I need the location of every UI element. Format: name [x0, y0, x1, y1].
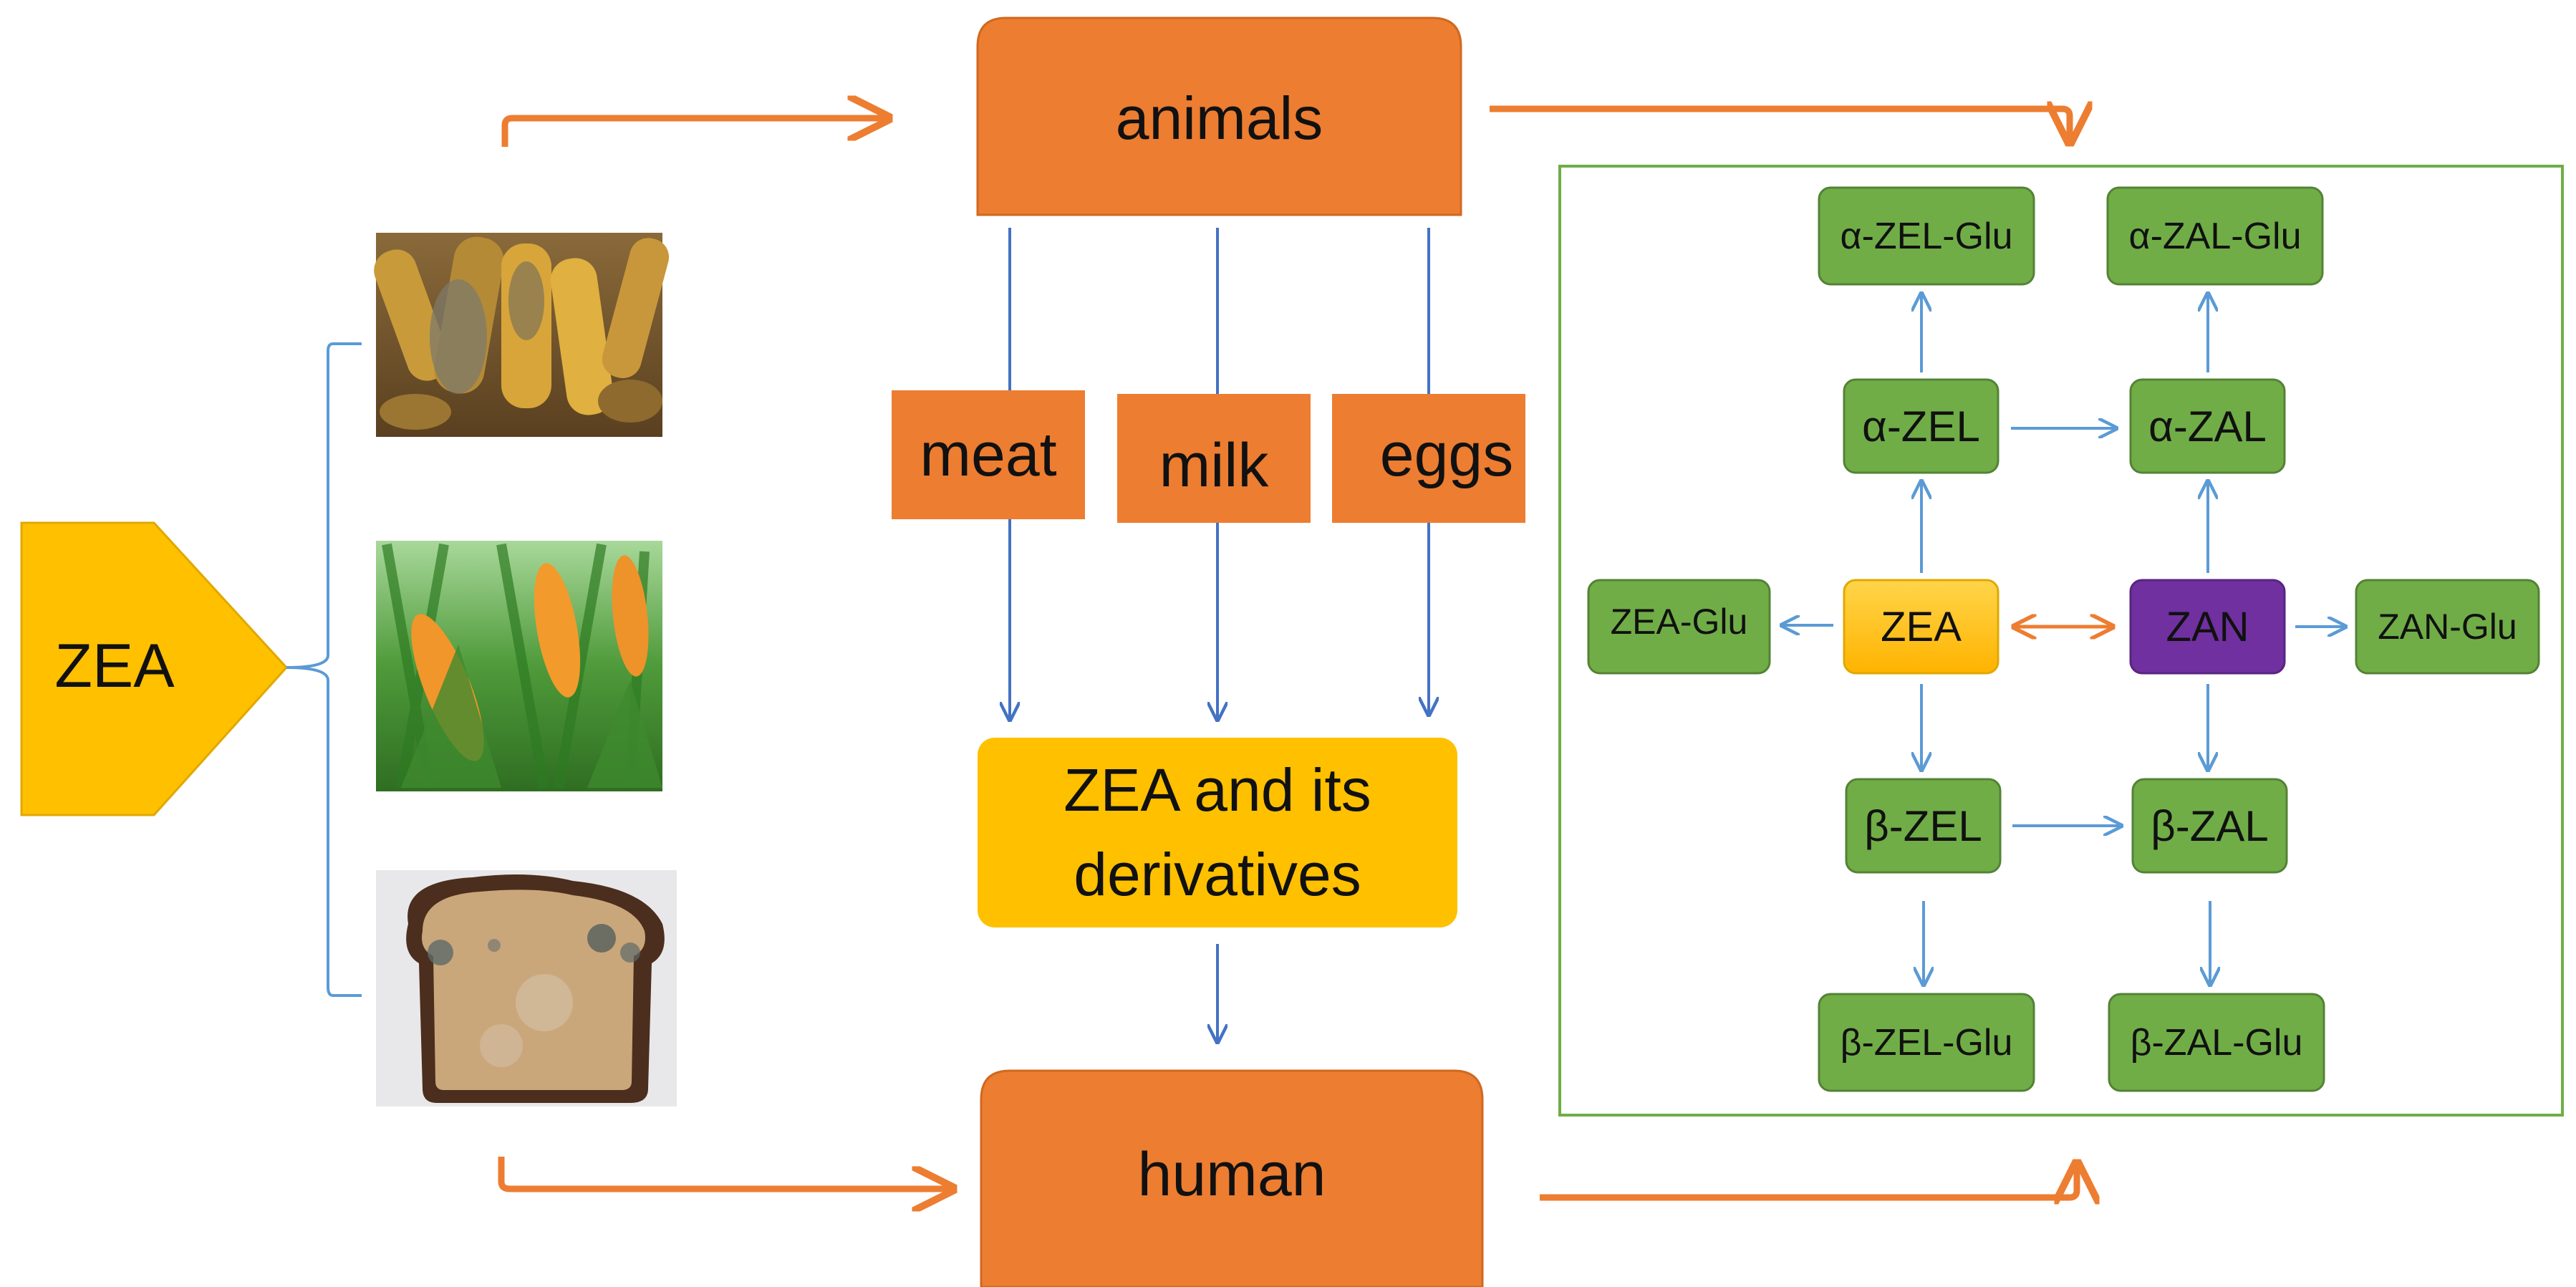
food-to-animals-arrow: [501, 118, 888, 147]
beta-zel-glu-node: [1818, 993, 2035, 1092]
zan-label: ZAN: [2166, 603, 2249, 650]
zan-glu-node: [2355, 579, 2540, 675]
human-box: [980, 1069, 1484, 1287]
animals-to-metabolism-arrow: [1490, 109, 2070, 142]
alpha-zal-label: α-ZAL: [2148, 402, 2267, 450]
alpha-zal-glu-label: α-ZAL-Glu: [2128, 215, 2302, 257]
beta-zal-glu-label: β-ZAL-Glu: [2130, 1021, 2303, 1064]
zea-node: [1843, 579, 1999, 675]
alpha-zel-node: [1843, 378, 1999, 474]
alpha-zel-glu-node: [1818, 186, 2035, 286]
metabolism-frame: [1558, 165, 2564, 1117]
source-bracket: [286, 342, 362, 997]
meat-label: meat: [920, 420, 1057, 489]
zea-glu-label: ZEA-Glu: [1610, 601, 1748, 642]
zea-label: ZEA: [1881, 603, 1962, 650]
beta-zel-label: β-ZEL: [1864, 801, 1982, 850]
eggs-box: [1332, 394, 1525, 523]
zea-source-label: ZEA: [54, 631, 175, 700]
moldy-bread-photo: [376, 870, 677, 1107]
animals-box: [976, 16, 1462, 216]
alpha-zal-node: [2129, 378, 2286, 474]
beta-zal-label: β-ZAL: [2151, 801, 2269, 850]
beta-zel-node: [1845, 778, 2002, 874]
eggs-label: eggs: [1379, 420, 1514, 489]
food-to-human-arrow: [498, 1157, 952, 1189]
moldy-corn-photo: [374, 233, 670, 437]
zea-glu-node: [1587, 579, 1771, 675]
human-to-metabolism-arrow: [1540, 1164, 2077, 1197]
beta-zel-glu-label: β-ZEL-Glu: [1840, 1021, 2013, 1064]
zea-derivatives-label: ZEA and its derivatives: [978, 738, 1457, 927]
alpha-zal-glu-node: [2106, 186, 2324, 286]
human-label: human: [1137, 1139, 1326, 1209]
zea-derivatives-line2: derivatives: [1074, 840, 1361, 908]
beta-zal-glu-node: [2108, 993, 2325, 1092]
zea-derivatives-line1: ZEA and its: [1063, 756, 1371, 824]
beta-zal-node: [2131, 778, 2288, 874]
zea-source-shape: [20, 521, 289, 816]
zan-glu-label: ZAN-Glu: [2378, 607, 2517, 647]
animals-label: animals: [1115, 84, 1323, 152]
alpha-zel-label: α-ZEL: [1862, 402, 1980, 450]
zea-derivatives-box: [978, 738, 1457, 927]
alpha-zel-glu-label: α-ZEL-Glu: [1840, 215, 2013, 257]
meat-box: [892, 390, 1085, 519]
zan-node: [2129, 579, 2286, 675]
milk-box: [1117, 394, 1311, 523]
milk-label: milk: [1159, 430, 1269, 500]
corn-field-photo: [376, 541, 662, 791]
